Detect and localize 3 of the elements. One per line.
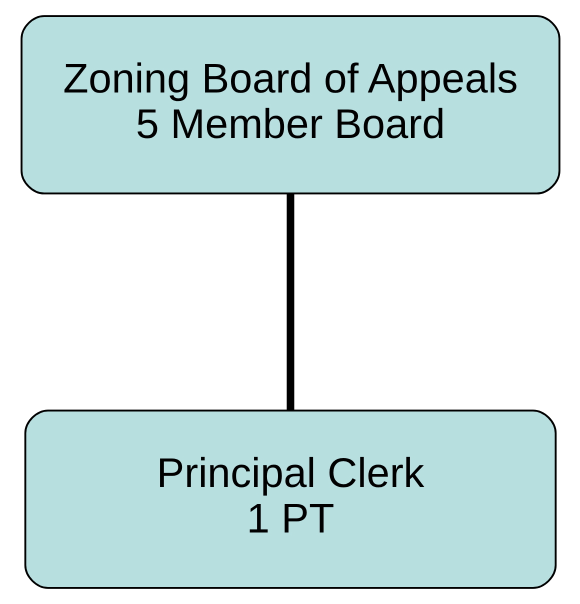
node-box: Zoning Board of Appeals 5 Member Board xyxy=(20,15,560,194)
connector xyxy=(286,194,294,410)
node-box: Principal Clerk 1 PT xyxy=(24,410,556,589)
